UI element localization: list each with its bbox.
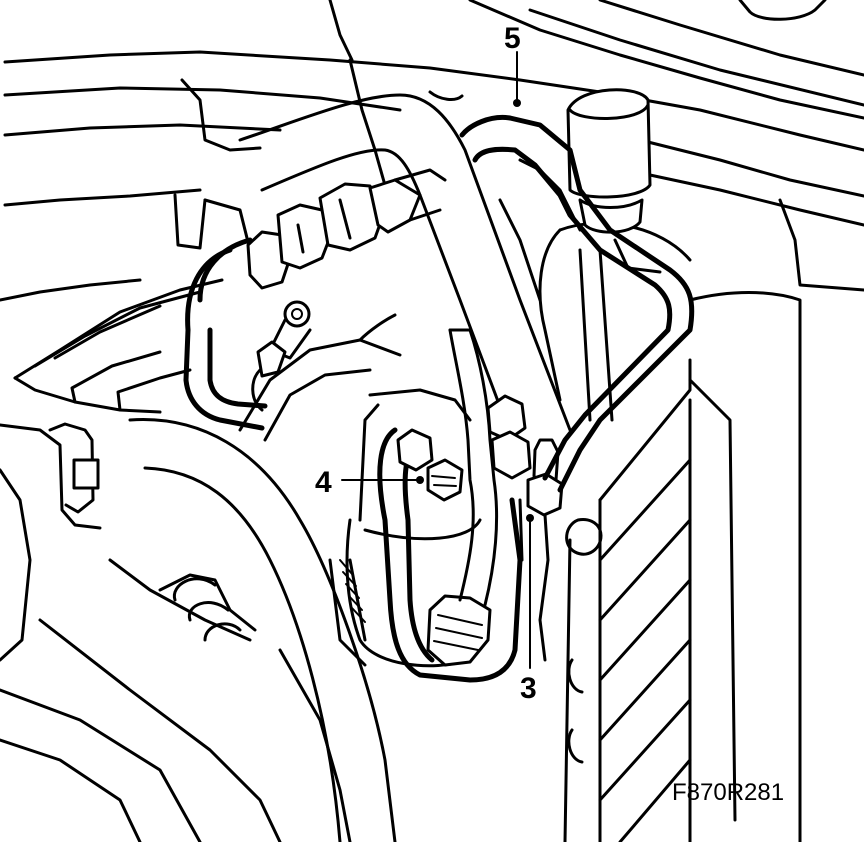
- refrigerant-pipe-right: [459, 114, 695, 493]
- condenser-grille: [563, 291, 802, 842]
- receiver-drier-canister: [328, 388, 482, 668]
- hose-connector-upper: [246, 168, 447, 290]
- pipe-fittings-right: [486, 394, 564, 662]
- left-air-box: [0, 278, 224, 662]
- mounting-bolt: [256, 300, 312, 378]
- lower-left-hoses: [0, 558, 352, 842]
- refrigerant-line-upper: [183, 237, 268, 431]
- callout-4: 4: [315, 466, 332, 499]
- figure-reference-code: F870R281: [672, 779, 784, 806]
- pipe-fittings-center: [396, 328, 499, 667]
- callout-leaders: [341, 51, 534, 669]
- upper-intake-hose: [238, 93, 572, 432]
- callout-3: 3: [520, 672, 537, 705]
- upper-body-panels: [3, 0, 864, 292]
- main-coolant-hose: [128, 338, 402, 842]
- callout-5: 5: [504, 22, 521, 55]
